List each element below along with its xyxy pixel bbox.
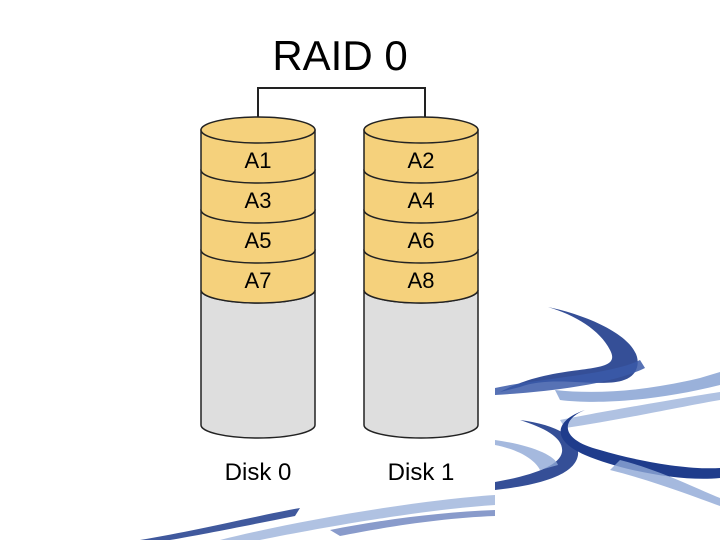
block-label: A4 [408,188,435,213]
decorative-swoosh [140,307,720,540]
block-label: A2 [408,148,435,173]
block-label: A8 [408,268,435,293]
data-block [200,129,316,184]
data-block [363,249,479,304]
disk-label: Disk 1 [388,459,455,486]
data-block [363,129,479,184]
disk-top-cap [200,116,316,144]
disk-top-cap [363,116,479,144]
block-label: A6 [408,228,435,253]
block-label: A1 [245,148,272,173]
block-label: A5 [245,228,272,253]
block-label: A3 [245,188,272,213]
block-label: A7 [245,268,272,293]
data-block [363,169,479,224]
disk-label: Disk 0 [225,459,292,486]
data-block [363,209,479,264]
disk-empty-space [200,289,316,439]
disk-empty-space [363,289,479,439]
data-block [200,249,316,304]
data-block [200,209,316,264]
data-block [200,169,316,224]
diagram-title: RAID 0 [272,32,407,79]
raid-connector-line [257,87,426,124]
